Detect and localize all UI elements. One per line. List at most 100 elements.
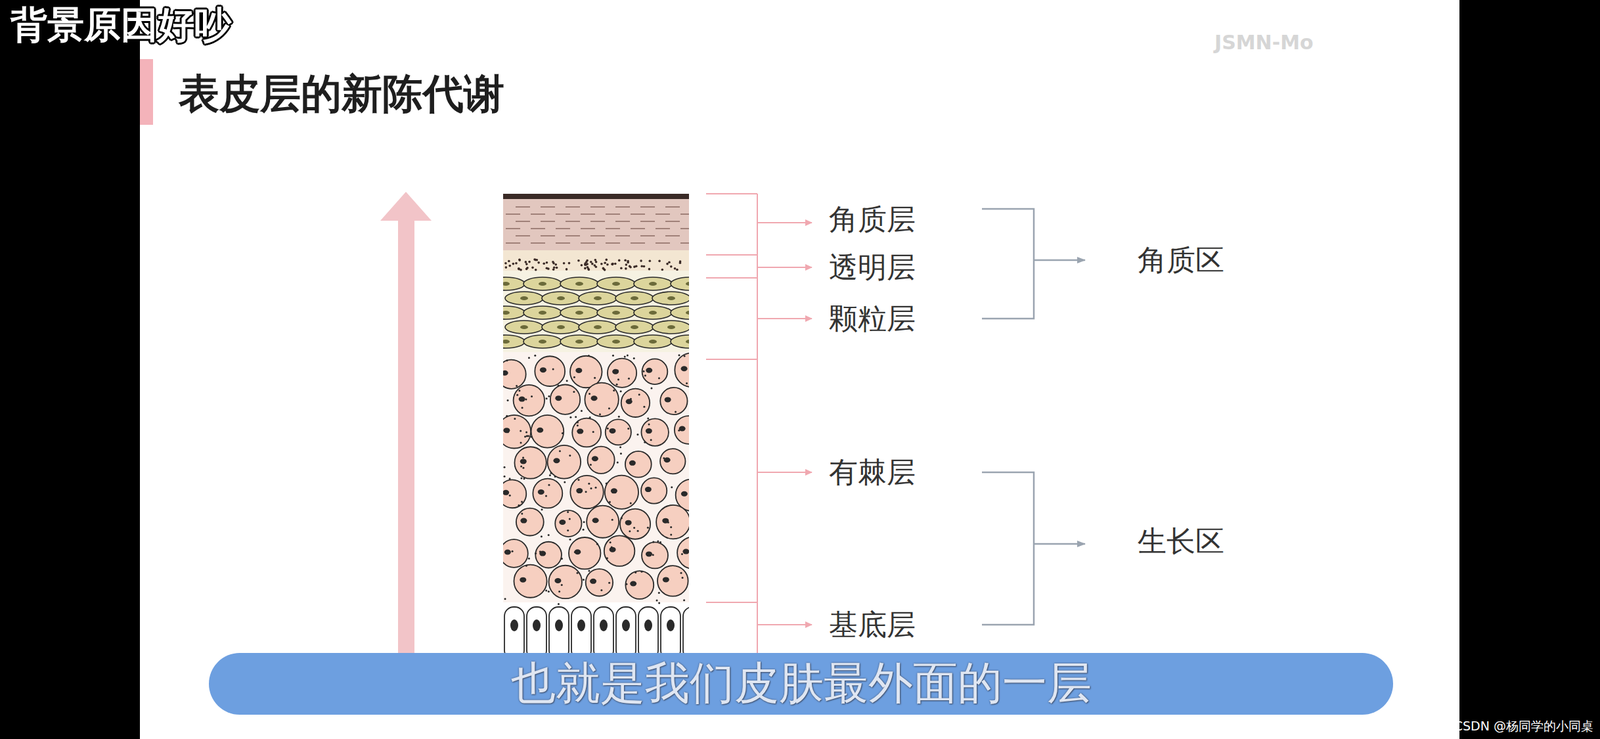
spinous-cell: [587, 446, 615, 474]
cell-nucleus: [612, 310, 621, 315]
intercellular-dot: [659, 541, 662, 544]
intercellular-dot: [658, 602, 661, 605]
intercellular-dot: [528, 557, 531, 560]
intercellular-dot: [587, 354, 590, 357]
intercellular-dot: [623, 355, 626, 358]
intercellular-dot: [557, 384, 560, 387]
granule-dot: [614, 262, 617, 266]
cell-nucleus: [576, 428, 584, 435]
intercellular-dot: [568, 518, 571, 521]
intercellular-dot: [563, 480, 566, 483]
cell-nucleus: [510, 619, 519, 632]
cell-nucleus: [555, 395, 562, 401]
intercellular-dot: [662, 457, 665, 460]
intercellular-dot: [652, 553, 655, 556]
cell-nucleus: [532, 619, 541, 632]
granule-dot: [554, 263, 557, 267]
intercellular-dot: [656, 599, 659, 602]
zone-label: 生长区: [1137, 524, 1225, 559]
keratin-dash: [665, 206, 680, 208]
granule-dot: [583, 262, 587, 265]
intercellular-dot: [608, 581, 611, 584]
intercellular-dot: [608, 501, 611, 504]
keratin-dash: [565, 235, 580, 237]
spinous-cell: [621, 388, 650, 418]
cell-nucleus: [662, 518, 669, 524]
intercellular-dot: [666, 519, 668, 522]
spinous-cell: [532, 478, 563, 509]
intercellular-dot: [587, 482, 590, 485]
spinous-cell: [513, 384, 545, 416]
granule-dot: [624, 267, 628, 270]
cell-nucleus: [536, 427, 544, 433]
intercellular-dot: [650, 386, 653, 389]
spinous-cell: [641, 477, 667, 504]
intercellular-dot: [520, 512, 523, 515]
granule-dot: [626, 261, 630, 265]
cell-nucleus: [538, 310, 547, 315]
cell-nucleus: [612, 339, 621, 344]
cell-nucleus: [612, 281, 621, 286]
spinous-cell: [642, 358, 668, 385]
cell-nucleus: [630, 296, 639, 301]
granular-cell: [615, 320, 654, 334]
intercellular-dot: [633, 526, 636, 529]
granular-cell: [615, 291, 654, 305]
granule-dot: [524, 260, 528, 264]
keratin-dash: [505, 242, 521, 244]
granule-dot: [555, 266, 559, 270]
intercellular-dot: [509, 477, 512, 480]
intercellular-dot: [595, 486, 598, 489]
granular-cell: [670, 277, 689, 291]
cell-nucleus: [629, 581, 637, 587]
cell-nucleus: [591, 455, 599, 462]
granule-dot: [518, 258, 521, 262]
intercellular-dot: [506, 549, 509, 552]
cell-nucleus: [630, 325, 639, 330]
intercellular-dot: [589, 487, 592, 490]
granule-dot: [629, 266, 632, 269]
layer-label: 基底层: [828, 607, 916, 643]
intercellular-dot: [627, 377, 630, 380]
keratin-dash: [515, 220, 531, 223]
intercellular-dot: [648, 423, 651, 426]
intercellular-dot: [605, 482, 608, 485]
intercellular-dot: [527, 434, 530, 437]
intercellular-dot: [545, 397, 548, 400]
cell-nucleus: [558, 519, 566, 525]
intercellular-dot: [520, 442, 523, 445]
spinous-cell: [604, 535, 636, 567]
cell-nucleus: [575, 310, 584, 315]
keratin-dash: [640, 235, 655, 237]
granular-cell: [578, 291, 617, 305]
cell-nucleus: [664, 396, 672, 402]
spinous-cell: [625, 451, 652, 478]
spinous-cell: [549, 565, 582, 599]
granule-dot: [600, 262, 603, 266]
granule-dot: [625, 263, 628, 267]
intercellular-dot: [680, 572, 683, 575]
intercellular-dot: [625, 583, 628, 586]
spinous-cell: [674, 415, 689, 445]
cell-nucleus: [644, 619, 653, 632]
intercellular-dot: [547, 484, 550, 487]
keratin-dash: [590, 220, 605, 223]
spinous-cell: [620, 509, 651, 540]
cell-nucleus: [685, 339, 689, 344]
layer-label: 颗粒层: [828, 301, 916, 337]
intercellular-dot: [568, 454, 571, 457]
intercellular-dot: [505, 359, 508, 362]
spinous-cell: [555, 510, 582, 537]
cell-nucleus: [645, 367, 653, 374]
granular-cell: [560, 334, 599, 349]
cell-nucleus: [591, 395, 598, 401]
keratin-dash: [615, 206, 630, 208]
spinous-cell: [550, 384, 580, 414]
granule-dot: [661, 268, 665, 272]
intercellular-dot: [592, 430, 595, 433]
intercellular-dot: [509, 494, 512, 497]
intercellular-dot: [545, 494, 548, 497]
granular-cell: [505, 320, 544, 334]
basal-cell: [526, 606, 547, 653]
intercellular-dot: [600, 589, 603, 592]
